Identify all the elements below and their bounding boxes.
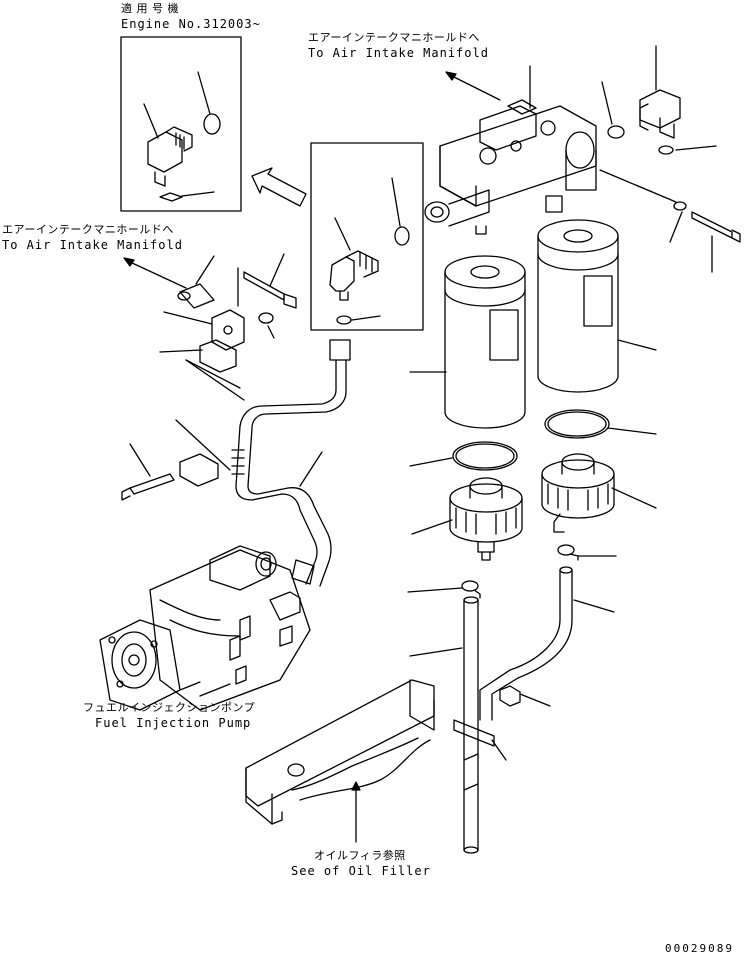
oil-filler-label-jp: オイルフィラ参照 [314, 849, 406, 862]
hollow-pipe [177, 255, 215, 309]
air-intake-top-label-en: To Air Intake Manifold [308, 46, 489, 60]
oil-filler-label-en: See of Oil Filler [291, 864, 431, 878]
air-intake-arrow-top [445, 71, 501, 101]
fuel-injection-pump-label-en: Fuel Injection Pump [95, 716, 252, 730]
direction-arrow [251, 167, 307, 207]
fuel-filter-2 [537, 219, 657, 393]
o-ring-2 [544, 409, 657, 439]
hose-bracket [453, 685, 551, 761]
fuel-injection-pump-label-jp: フュエルインジェクションポンプ [83, 701, 256, 714]
drawing-code: 00029089 [665, 942, 734, 955]
hose-clamp-2 [557, 544, 617, 561]
filter-head [424, 65, 597, 235]
applicable-engine-label-jp: 適 用 号 機 [121, 2, 179, 15]
separator-bowl-1 [411, 477, 523, 561]
inset-elbow-box [120, 36, 242, 212]
inset-fitting-box [310, 142, 424, 331]
air-intake-arrow-left [123, 257, 187, 289]
fuel-injection-pump [99, 545, 311, 711]
drain-hose-left [409, 596, 479, 854]
fuel-filter-1 [409, 255, 526, 429]
clip-lower [159, 339, 241, 389]
bolt-upper [243, 253, 297, 309]
drain-hose-right [479, 566, 615, 721]
engine-number-label: Engine No.312003~ [121, 17, 261, 31]
fuel-pipe [175, 339, 351, 587]
hose-clamp-1 [407, 580, 481, 599]
air-intake-left-label-jp: エアーインテークマニホールドへ [2, 223, 174, 236]
bracket-clip-upper [163, 267, 275, 351]
bolt-right [599, 169, 741, 273]
separator-bowl-2 [541, 453, 657, 533]
o-ring-1 [409, 441, 518, 471]
elbow-fitting-top-right [601, 45, 717, 155]
air-intake-top-label-jp: エアーインテークマニホールドへ [308, 31, 480, 44]
air-intake-left-label-en: To Air Intake Manifold [2, 238, 183, 252]
oil-filler-bracket [245, 679, 435, 843]
clip-mid [121, 443, 219, 501]
